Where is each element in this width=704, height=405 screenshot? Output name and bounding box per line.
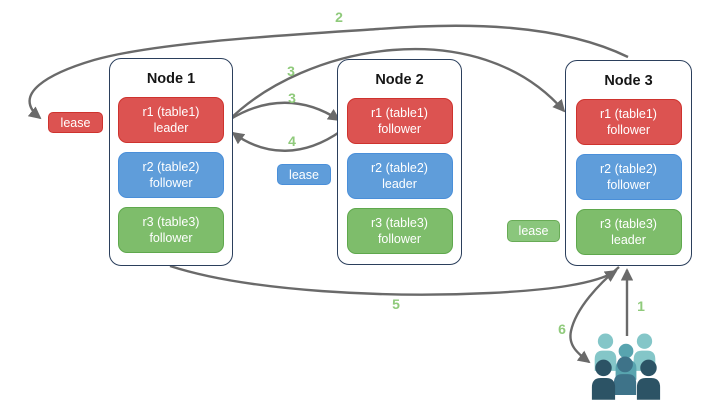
- node3-replica-r2: r2 (table2) follower: [575, 154, 682, 200]
- replica-role-label: follower: [606, 123, 651, 137]
- replica-role-label: leader: [153, 121, 189, 135]
- step-label-5: 5: [392, 296, 400, 312]
- replica-range-label: r3 (table3): [371, 216, 428, 230]
- replica-role-label: follower: [377, 122, 422, 136]
- node3-title: Node 3: [604, 73, 653, 89]
- replica-role-label: follower: [377, 232, 422, 246]
- node3-replica-r3: r3 (table3) leader: [575, 209, 682, 255]
- replica-range-label: r3 (table3): [600, 217, 657, 231]
- step2-route-to-leaseholder-arrow: [27, 24, 629, 120]
- node2-replica-r1: r1 (table1) follower: [346, 98, 453, 144]
- lease-badge-r2-blue: lease: [277, 164, 331, 185]
- step6-response-to-client-arrow: [569, 266, 620, 364]
- step-label-1: 1: [637, 298, 645, 314]
- lease-badge-r3-green: lease: [507, 220, 560, 242]
- node2-card: Node 2 r1 (table1) follower r2 (table2) …: [337, 59, 462, 265]
- step-label-6: 6: [558, 321, 566, 337]
- lease-badge-r1-red: lease: [48, 112, 103, 133]
- replica-range-label: r1 (table1): [142, 105, 200, 119]
- replica-range-label: r2 (table2): [600, 162, 657, 176]
- node1-title: Node 1: [146, 71, 196, 87]
- replica-range-label: r2 (table2): [371, 161, 428, 175]
- node2-title: Node 2: [375, 72, 424, 88]
- node3-card: Node 3 r1 (table1) follower r2 (table2) …: [565, 60, 692, 266]
- replica-role-label: follower: [149, 231, 193, 245]
- step-label-4: 4: [288, 133, 296, 149]
- replica-range-label: r3 (table3): [142, 215, 200, 229]
- node1-card: Node 1 r1 (table1) leader r2 (table2) fo…: [109, 58, 233, 266]
- replica-role-label: follower: [149, 176, 193, 190]
- replica-range-label: r2 (table2): [142, 160, 200, 174]
- step5-response-to-gateway-arrow: [169, 264, 618, 296]
- step-label-2: 2: [335, 9, 343, 25]
- replica-range-label: r1 (table1): [371, 106, 428, 120]
- replica-range-label: r1 (table1): [600, 107, 657, 121]
- replica-role-label: leader: [382, 177, 417, 191]
- node1-replica-r3: r3 (table3) follower: [118, 207, 224, 253]
- node2-replica-r2: r2 (table2) leader: [346, 153, 453, 199]
- users-group-icon: [591, 333, 661, 400]
- node1-replica-r1: r1 (table1) leader: [118, 97, 224, 143]
- step-label-3b: 3: [288, 90, 296, 106]
- step4-ack-to-leader-arrow: [231, 130, 342, 152]
- node3-replica-r1: r1 (table1) follower: [575, 99, 682, 145]
- replica-role-label: leader: [611, 233, 646, 247]
- step-label-3a: 3: [287, 63, 295, 79]
- node2-replica-r3: r3 (table3) follower: [346, 208, 453, 254]
- node1-replica-r2: r2 (table2) follower: [118, 152, 224, 198]
- step3-replicate-to-node3-arrow: [227, 47, 566, 122]
- replica-role-label: follower: [606, 178, 651, 192]
- step3-replicate-to-node2-arrow: [228, 101, 341, 122]
